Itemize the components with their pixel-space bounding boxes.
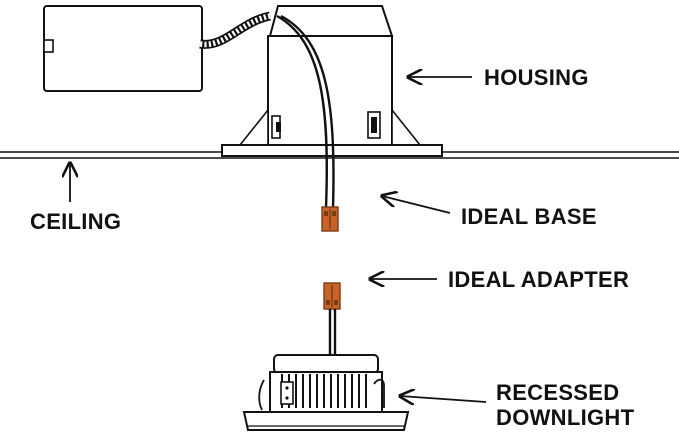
ideal-adapter-label: IDEAL ADAPTER — [448, 267, 630, 292]
housing-clip-right — [367, 111, 381, 139]
ideal-adapter-connector — [323, 282, 341, 356]
ideal-base-arrow — [382, 196, 451, 214]
recessed-downlight — [242, 354, 410, 431]
recessed-label: RECESSED — [496, 380, 620, 405]
ideal-base-connector — [321, 206, 339, 232]
coiled-conduit — [199, 11, 272, 49]
housing — [221, 5, 443, 209]
ceiling-label: CEILING — [30, 209, 122, 234]
junction-box — [43, 5, 203, 92]
ideal-base-label: IDEAL BASE — [461, 204, 597, 229]
recessed-downlight-arrow — [400, 396, 487, 402]
downlight-label: DOWNLIGHT — [496, 405, 635, 430]
housing-label: HOUSING — [484, 65, 589, 90]
housing-clip-left — [271, 115, 281, 139]
